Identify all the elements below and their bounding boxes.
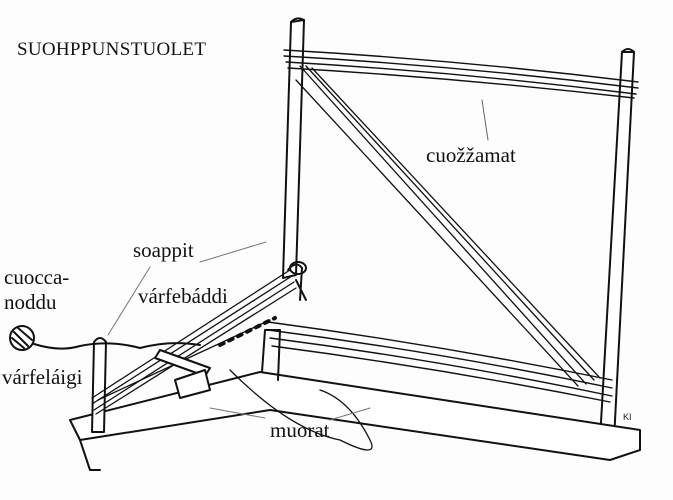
diagonal-warp <box>295 65 601 387</box>
diagram-title: SUOHPPUNSTUOLET <box>17 39 207 60</box>
left-upright-post <box>282 17 305 279</box>
label-noddu: noddu <box>4 290 57 314</box>
loose-yarn <box>229 369 373 451</box>
top-warp-band <box>283 49 639 99</box>
label-varfebaddi: várfebáddi <box>138 284 228 308</box>
base-board <box>69 329 641 471</box>
label-cuocca: cuocca- <box>4 265 70 289</box>
heddle-sticks <box>154 316 277 399</box>
label-cuozzamat: cuožžamat <box>426 143 516 167</box>
tie-loop <box>289 261 307 275</box>
right-upright-post <box>599 48 635 444</box>
yarn-ball <box>9 325 201 351</box>
leader-lines <box>107 241 371 421</box>
warp-stick-post <box>91 337 107 433</box>
leader-line <box>481 99 489 141</box>
artist-signature: KI <box>623 412 632 422</box>
label-muorat: muorat <box>270 418 330 442</box>
label-soappit: soappit <box>133 238 194 262</box>
label-varfelaigi: várfeláigi <box>2 365 83 389</box>
bottom-warp-band <box>267 321 613 403</box>
